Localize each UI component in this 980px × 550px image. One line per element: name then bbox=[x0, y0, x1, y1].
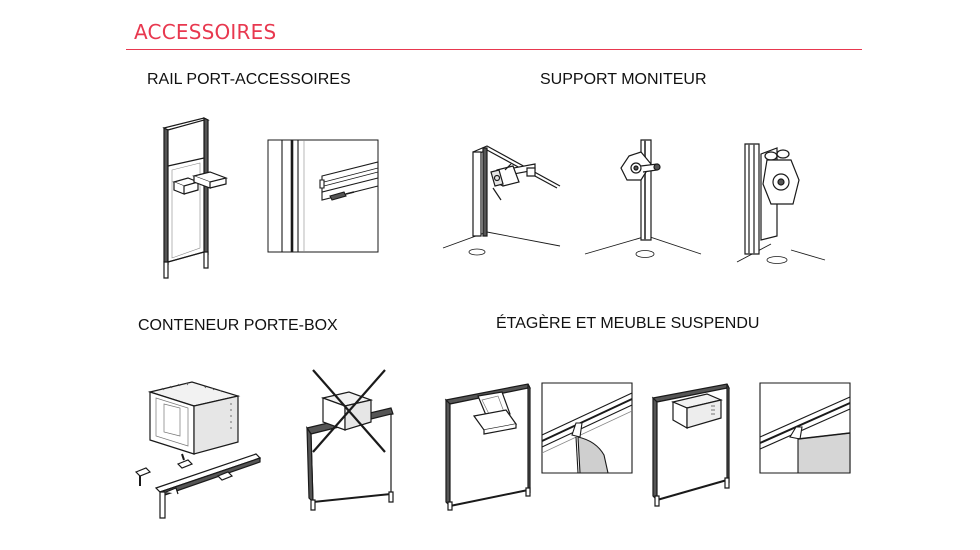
shelf-hook-detail-drawing bbox=[542, 383, 632, 473]
box-container-not-allowed-drawing bbox=[305, 370, 397, 510]
section-label-rail: RAIL PORT-ACCESSOIRES bbox=[147, 71, 351, 88]
box-container-drawing bbox=[132, 378, 264, 518]
shelf-on-panel-drawing bbox=[444, 382, 532, 510]
section-label-box-container: CONTENEUR PORTE-BOX bbox=[138, 317, 338, 334]
section-label-monitor-support: SUPPORT MONITEUR bbox=[540, 71, 707, 88]
title-divider bbox=[126, 49, 862, 50]
cabinet-hook-detail-drawing bbox=[760, 383, 850, 473]
page-title: ACCESSOIRES bbox=[134, 20, 277, 44]
rail-detail-drawing bbox=[268, 140, 378, 252]
panel-with-rail-drawing bbox=[150, 112, 235, 282]
hanging-cabinet-drawing bbox=[651, 382, 731, 506]
monitor-arm-on-pole-drawing bbox=[585, 140, 702, 262]
monitor-arm-on-panel-drawing bbox=[443, 140, 560, 260]
section-label-shelf-cabinet: ÉTAGÈRE ET MEUBLE SUSPENDU bbox=[496, 315, 760, 332]
monitor-arm-on-post-drawing bbox=[737, 140, 825, 266]
